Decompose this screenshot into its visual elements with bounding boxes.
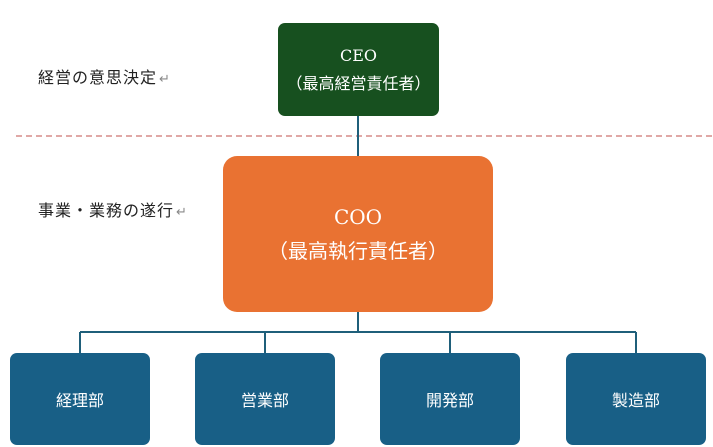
dept-label: 製造部 (611, 391, 660, 410)
paragraph-mark-icon: ↵ (159, 72, 171, 87)
paragraph-mark-icon: ↵ (176, 205, 188, 220)
ceo-subtitle: （最高経営責任者） (286, 73, 431, 93)
coo-box: COO （最高執行責任者） (223, 156, 493, 312)
dept-label: 開発部 (425, 391, 474, 410)
dept-box-accounting: 経理部 (10, 353, 150, 445)
dept-box-development: 開発部 (380, 353, 520, 445)
dept-box-sales: 営業部 (195, 353, 335, 445)
decision-label-text: 経営の意思決定 (38, 68, 158, 87)
dept-label: 営業部 (240, 391, 289, 410)
decision-label: 経営の意思決定↵ (38, 64, 171, 88)
ceo-box: CEO （最高経営責任者） (278, 23, 439, 116)
coo-title: COO (333, 205, 383, 229)
dept-box-manufacturing: 製造部 (566, 353, 706, 445)
dept-label: 経理部 (55, 391, 104, 410)
coo-subtitle: （最高執行責任者） (268, 239, 448, 263)
execution-label: 事業・業務の遂行↵ (38, 197, 188, 221)
execution-label-text: 事業・業務の遂行 (38, 201, 175, 220)
ceo-title: CEO (339, 45, 378, 65)
